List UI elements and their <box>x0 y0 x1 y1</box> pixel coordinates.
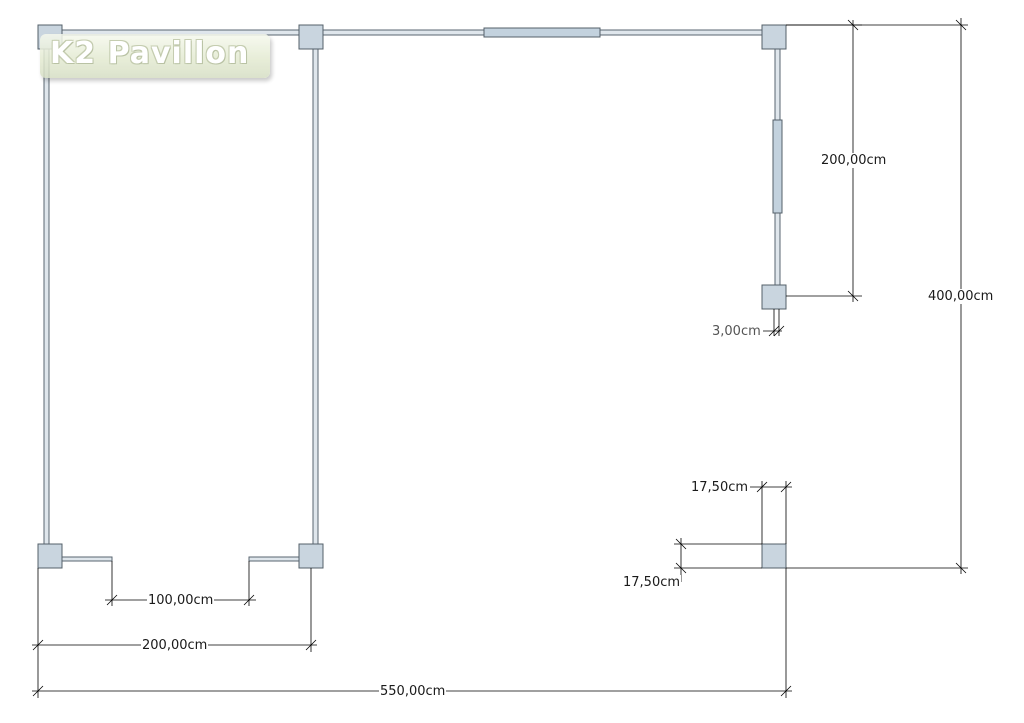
post-top-right <box>761 24 787 50</box>
dimension-label-side-height: 200,00cm <box>820 153 888 168</box>
dimension-label-post-width: 17,50cm <box>690 480 750 495</box>
dimension-label-wall-thickness: 3,00cm <box>711 324 762 339</box>
dimension-label-total-height: 400,00cm <box>927 289 995 304</box>
post-top-middle <box>298 24 324 50</box>
windows <box>483 27 783 214</box>
dimension-label-post-depth: 17,50cm <box>622 575 682 590</box>
post-bottom-left <box>37 543 63 569</box>
inner-wall <box>312 44 319 546</box>
window-right <box>772 119 783 214</box>
post-bottom-middle <box>298 543 324 569</box>
logo-badge <box>40 34 270 78</box>
door-stub-right <box>248 556 300 562</box>
dimension-label-door-width: 100,00cm <box>147 593 215 608</box>
posts <box>37 24 787 569</box>
post-right-middle <box>761 284 787 310</box>
dimension-label-total-width: 550,00cm <box>379 684 447 699</box>
logo-text: K2 Pavillon <box>50 36 250 71</box>
dimension-label-room-width: 200,00cm <box>141 638 209 653</box>
left-wall <box>43 44 50 546</box>
walls <box>43 29 781 562</box>
door-stub-left <box>61 556 113 562</box>
window-top <box>483 27 601 38</box>
post-bottom-right <box>761 543 787 569</box>
